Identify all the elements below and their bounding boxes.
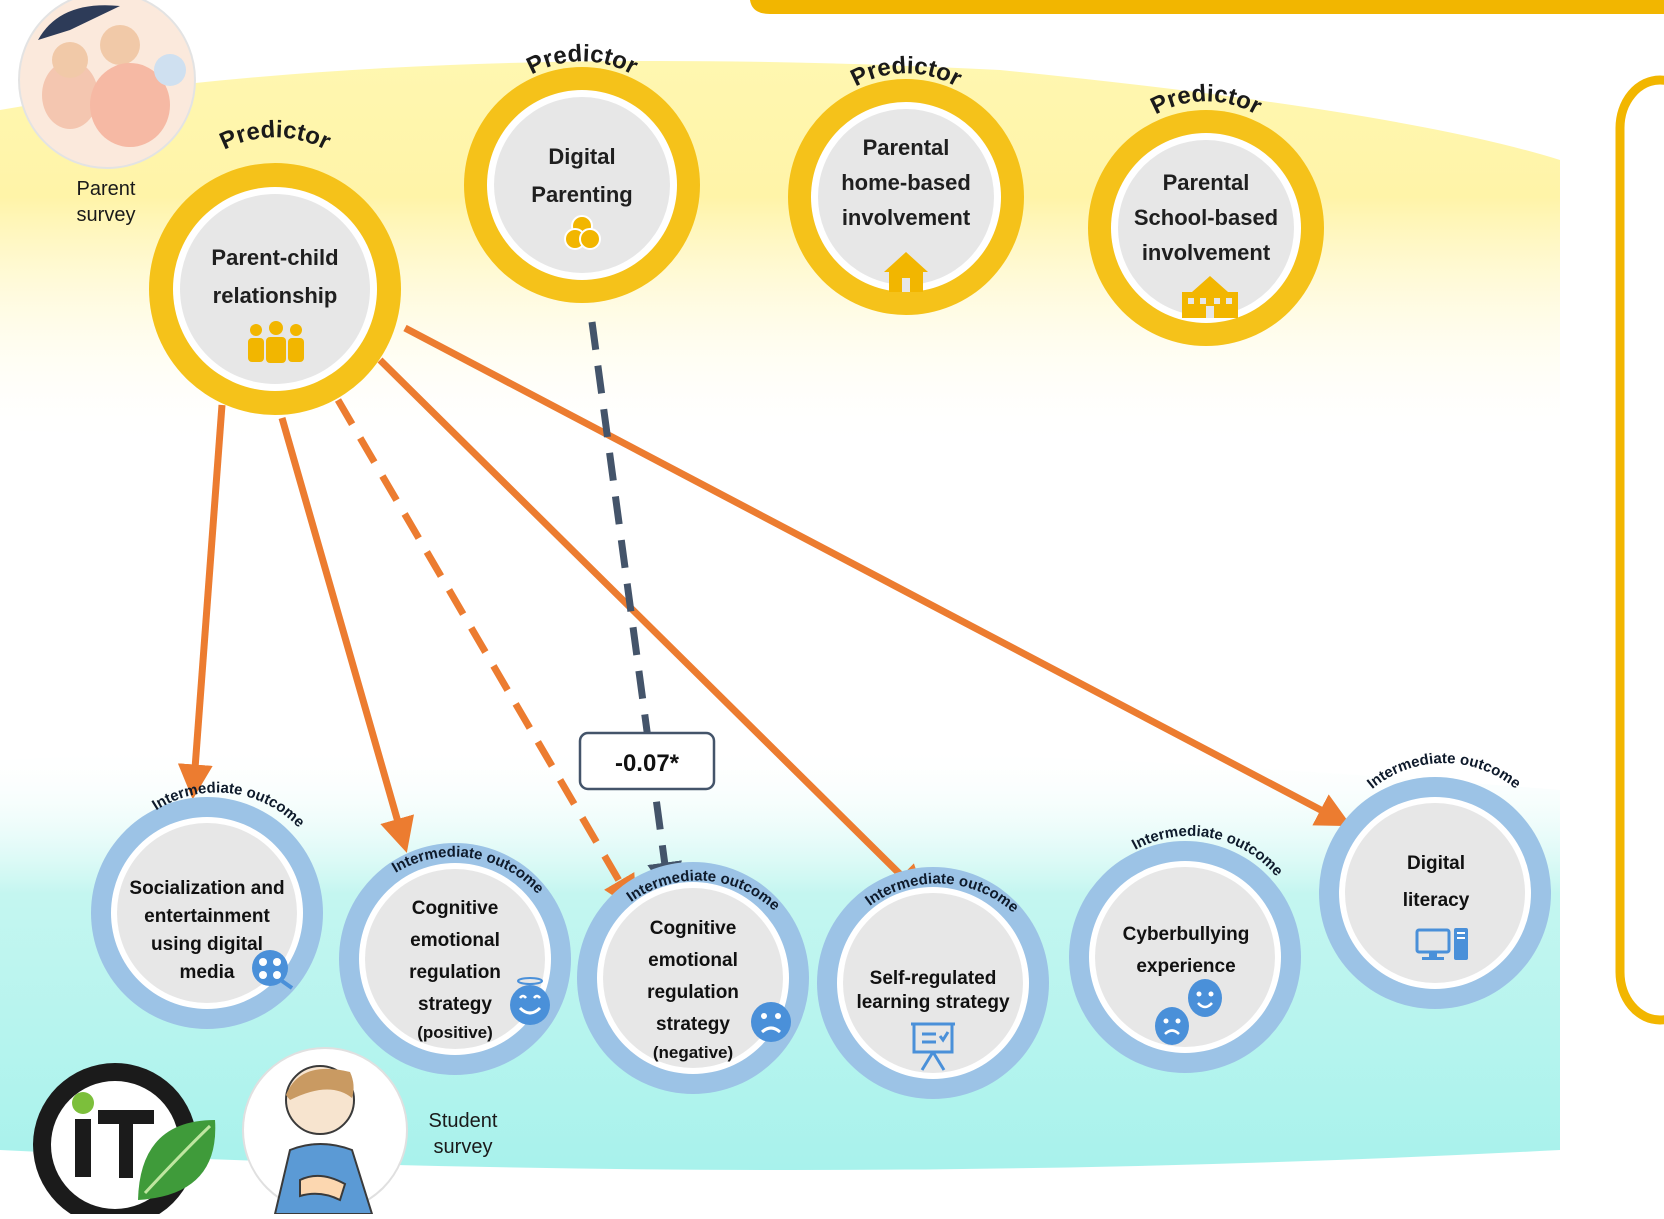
outcome-title-line2: emotional [410,930,500,951]
outcome-title-line1: Cognitive [650,918,737,939]
predictor-title-line2: relationship [213,283,338,308]
student-survey-label-line1: Student [429,1110,498,1132]
house-icon [884,252,928,292]
outcome-title-line4: media [180,962,235,983]
outcome-title-line2: entertainment [144,906,270,927]
film-reel-icon [252,950,294,990]
student-survey-label-line2: survey [434,1136,493,1158]
outcome-title-line5: (positive) [417,1023,493,1042]
outcome-title-line1: Self-regulated [870,968,997,989]
predictor-title-line2: Parenting [531,182,632,207]
outcome-title-line1: Cognitive [412,898,499,919]
predictor-title-line3: involvement [1142,240,1271,265]
predictor-title-line2: School-based [1134,205,1278,230]
school-icon [1182,276,1238,318]
family-icon [248,321,304,363]
outcome-title-line1: Cyberbullying [1123,924,1250,945]
outcome-title-line2: literacy [1403,890,1470,911]
outcome-title-line2: experience [1136,956,1235,977]
presentation-board-icon [911,1022,955,1071]
predictor-title-line1: Parental [863,135,950,160]
outcome-title-line3: regulation [409,962,501,983]
arrow-pcr-to-socialization [177,404,226,800]
outcome-title-line2: learning strategy [856,992,1010,1013]
predictor-title-line1: Parental [1163,170,1250,195]
parent-survey-label-line1: Parent [77,178,136,200]
outcome-title-line1: Digital [1407,853,1465,874]
predictor-title-line1: Digital [548,144,615,169]
arrow-pcr-to-digital-literacy [403,324,1352,827]
path-arrows [177,321,1352,912]
outcome-title-line4: strategy [418,994,492,1015]
student-survey-photo [242,1047,408,1215]
outcome-self-regulated-learning: Intermediate outcome Self-regulated lear… [817,867,1049,1099]
it-logo [33,1063,216,1219]
outcome-socialization-entertainment: Intermediate outcome Socialization and e… [91,779,323,1029]
computer-icon [1415,928,1468,960]
outcome-title-line3: using digital [151,934,263,955]
outcome-cer-positive: Intermediate outcome Cognitive emotional… [339,843,571,1075]
outcome-title-line5: (negative) [653,1043,733,1062]
outcome-title-line4: strategy [656,1014,730,1035]
predictor-title-line2: home-based [841,170,971,195]
outcome-title-line2: emotional [648,950,738,971]
predictor-title-line3: involvement [842,205,971,230]
arrow-pcr-to-cer-negative [334,398,637,912]
predictor-title-line1: Parent-child [211,245,338,270]
header-bar [750,0,1664,14]
coefficient-box: -0.07* [578,731,716,791]
smile-face-icon [510,977,550,1025]
outcome-title-line1: Socialization and [129,878,284,899]
coefficient-label: -0.07* [615,750,680,777]
outcome-cyberbullying: Intermediate outcome Cyberbullying exper… [1069,823,1301,1073]
side-panel [1615,75,1664,1025]
parent-survey-photo [18,0,196,169]
outcome-title-line3: regulation [647,982,739,1003]
arrow-dp-to-cer-negative [588,321,683,898]
predictor-parental-school-based-involvement: Predictor Parental School-based involvem… [1088,80,1324,346]
arrow-pcr-to-self-regulated [377,357,927,901]
arrow-pcr-to-cer-positive [278,417,414,853]
venn-icon [564,215,601,250]
parent-survey-label-line2: survey [77,204,136,226]
sad-face-icon [751,1002,791,1042]
outcome-digital-literacy: Intermediate outcome Digital literacy [1319,750,1551,1009]
outcome-cer-negative: Intermediate outcome Cognitive emotional… [577,862,809,1094]
theater-masks-icon [1155,979,1222,1045]
